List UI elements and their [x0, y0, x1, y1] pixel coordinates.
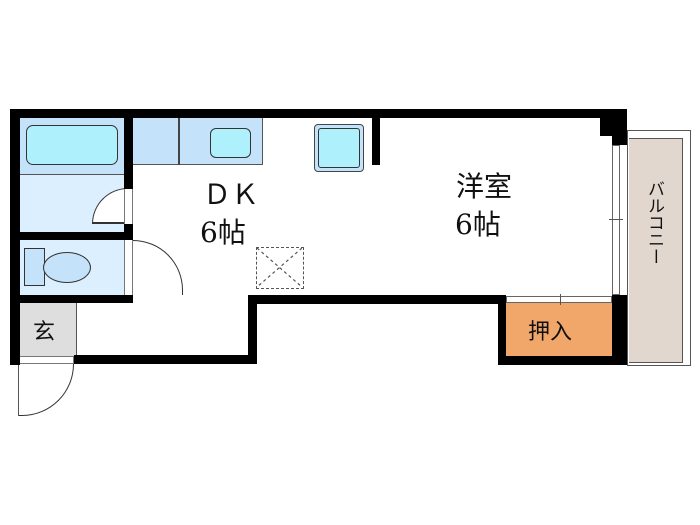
- window-mark: [609, 219, 623, 220]
- bathtub: [26, 125, 118, 165]
- wall-bottom-mid: [248, 295, 506, 304]
- wall-toilet-bottom: [10, 295, 133, 303]
- wall-closet-left: [498, 295, 506, 365]
- balcony: [629, 138, 683, 363]
- western-room-size-label: 6帖: [455, 208, 501, 241]
- wall-step: [248, 295, 257, 364]
- balcony-label: バルコニー: [644, 180, 664, 265]
- dk-size-label: 6帖: [200, 216, 246, 249]
- wall-right-top: [612, 109, 627, 145]
- toilet-door-opening: [124, 240, 133, 295]
- wall-partition: [372, 109, 380, 165]
- toilet-tank: [24, 248, 45, 286]
- toilet-door[interactable]: [133, 240, 183, 295]
- entrance-label: 玄: [33, 320, 56, 345]
- wall-closet-bottom: [498, 356, 627, 365]
- closet[interactable]: [506, 303, 612, 356]
- wall-bath-toilet: [10, 232, 133, 240]
- wall-right-lower: [612, 295, 627, 365]
- wall-top: [10, 109, 627, 118]
- balcony-window[interactable]: [612, 145, 620, 295]
- closet-label: 押入: [528, 320, 573, 345]
- storage-hatch: [256, 247, 304, 289]
- wall-bottom-left: [74, 355, 257, 364]
- entrance-door-opening: [18, 356, 74, 364]
- counter-divider: [178, 118, 180, 165]
- entrance-door[interactable]: [18, 364, 74, 416]
- hatch-x-icon: [257, 248, 302, 287]
- closet-sliding-door[interactable]: [506, 296, 612, 303]
- dk-label: ＤＫ: [203, 178, 260, 211]
- kitchen-sink: [210, 128, 251, 158]
- washroom-door-opening: [124, 188, 133, 224]
- entrance: [20, 303, 77, 356]
- toilet-bowl: [43, 252, 91, 283]
- washroom-door-line: [92, 222, 126, 224]
- western-room-label: 洋室: [456, 170, 513, 203]
- refrigerator-inner: [318, 128, 360, 168]
- closet-door-mark: [560, 294, 561, 305]
- wall-bath-divider: [124, 109, 133, 189]
